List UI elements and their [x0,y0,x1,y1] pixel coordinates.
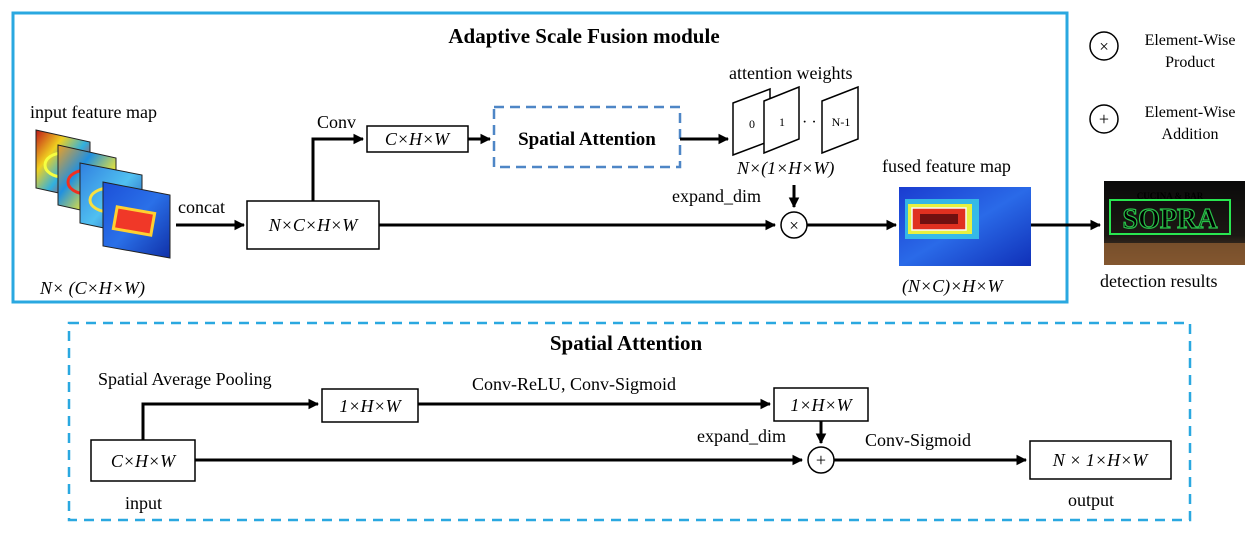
legend-addition-label-2: Addition [1162,126,1219,143]
sa-output-shape: N × 1×H×W [1052,450,1149,470]
ncwh-label: N×C×H×W [268,215,359,235]
attention-weight-dots: · · · [802,114,826,131]
sa-expand-dim-label: expand_dim [697,426,786,446]
attention-weight-1 [763,85,800,155]
detection-results-label: detection results [1100,271,1217,291]
sa-weight-shape: 1×H×W [790,395,853,415]
legend-addition-icon [1089,104,1119,134]
spatial-attention-block-label: Spatial Attention [518,129,656,150]
input-feature-map-label: input feature map [30,102,157,122]
detection-sign-top: CUCINA & BAR [1137,191,1204,201]
module-frame [11,11,1069,304]
chw-label: C×H×W [385,129,451,149]
ncwh-box [246,200,380,250]
sa-conv-sigmoid-label: Conv-Sigmoid [865,430,971,450]
attention-weight-n-1-label: N-1 [832,115,851,129]
sa-addition-symbol: + [816,450,826,470]
sa-input-label: input [125,493,162,513]
spatial-attention-title: Spatial Attention [550,331,703,355]
sa-input-box [90,439,196,482]
sa-pooling-label: Spatial Average Pooling [98,369,272,389]
fused-feature-map-label: fused feature map [882,156,1011,176]
fused-hotspot-core [920,214,958,224]
heatmap-layer-4-hotspot [111,205,157,237]
input-shape-label: N× (C×H×W) [39,278,145,299]
attention-weights-label: attention weights [729,63,852,83]
sa-output-box [1029,440,1172,480]
fused-feature-map [899,187,1031,266]
attention-weights-shape: N×(1×H×W) [736,158,834,179]
concat-label: concat [178,197,225,217]
spatial-attention-frame [67,321,1192,522]
legend-addition-label-1: Element-Wise [1145,104,1236,121]
input-feature-map-stack [35,129,171,259]
legend-product-label-1: Element-Wise [1145,32,1236,49]
detection-result-image: CUCINA & BAR SOPRA [1104,181,1245,265]
conv-branch-line [311,133,365,201]
legend-product-label-2: Product [1165,54,1215,71]
detection-sign-text: SOPRA [1123,204,1219,235]
legend: × Element-Wise Product + Element-Wise Ad… [1089,31,1236,143]
sa-input-shape: C×H×W [111,451,177,471]
conv-label: Conv [317,112,356,132]
attention-weight-0-label: 0 [749,117,755,131]
sa-pool-shape: 1×H×W [339,396,402,416]
fused-shape-label: (N×C)×H×W [902,276,1004,297]
sa-output-label: output [1068,490,1114,510]
attention-weight-maps: 0 1 · · · N-1 [732,85,859,157]
detection-lights [1104,243,1245,265]
sa-conv-relu-label: Conv-ReLU, Conv-Sigmoid [472,374,676,394]
sa-weight-box [773,387,869,422]
expand-dim-label: expand_dim [672,186,761,206]
sa-pooling-line [141,398,320,440]
attention-weight-n-1 [821,85,859,155]
sa-pool-box [321,388,419,423]
product-operator-symbol: × [789,216,799,235]
legend-product-symbol: × [1099,37,1109,56]
spatial-attention-block [492,105,682,169]
attention-weight-1-label: 1 [779,115,785,129]
detection-bounding-box [1109,199,1231,235]
legend-addition-symbol: + [1099,109,1109,129]
legend-product-icon [1089,31,1119,61]
module-title: Adaptive Scale Fusion module [448,24,719,48]
